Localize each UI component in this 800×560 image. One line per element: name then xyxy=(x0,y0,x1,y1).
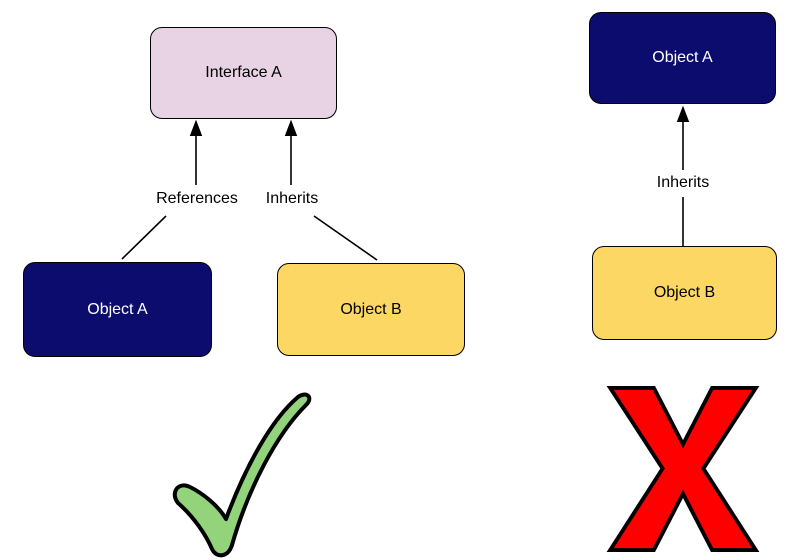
x-icon-shape xyxy=(606,385,760,553)
x-icon xyxy=(606,385,760,553)
edge-inherits-left-arrowhead xyxy=(284,119,298,136)
edge-label-references: References xyxy=(156,190,238,207)
node-object-b-right-label: Object B xyxy=(653,284,716,301)
check-icon-shape xyxy=(172,392,312,558)
edge-inherits-left-line-lower xyxy=(313,215,378,261)
node-object-a-right-label: Object A xyxy=(652,49,713,66)
node-object-a-left-label: Object A xyxy=(87,300,148,318)
edge-label-inherits-right: Inherits xyxy=(656,174,710,191)
node-interface-a-label: Interface A xyxy=(205,64,282,81)
check-icon xyxy=(172,392,312,558)
node-object-b-right: Object B xyxy=(592,246,777,340)
node-object-b-left: Object B xyxy=(277,263,465,356)
node-object-a-right: Object A xyxy=(589,12,776,104)
node-interface-a: Interface A xyxy=(150,27,337,119)
node-object-a-left: Object A xyxy=(23,262,212,357)
edge-inherits-right-arrowhead xyxy=(676,105,690,122)
edge-references-arrowhead xyxy=(189,119,203,136)
edge-references-line-lower xyxy=(121,215,167,260)
node-object-b-left-label: Object B xyxy=(340,300,402,318)
edge-label-inherits-left: Inherits xyxy=(265,190,319,207)
